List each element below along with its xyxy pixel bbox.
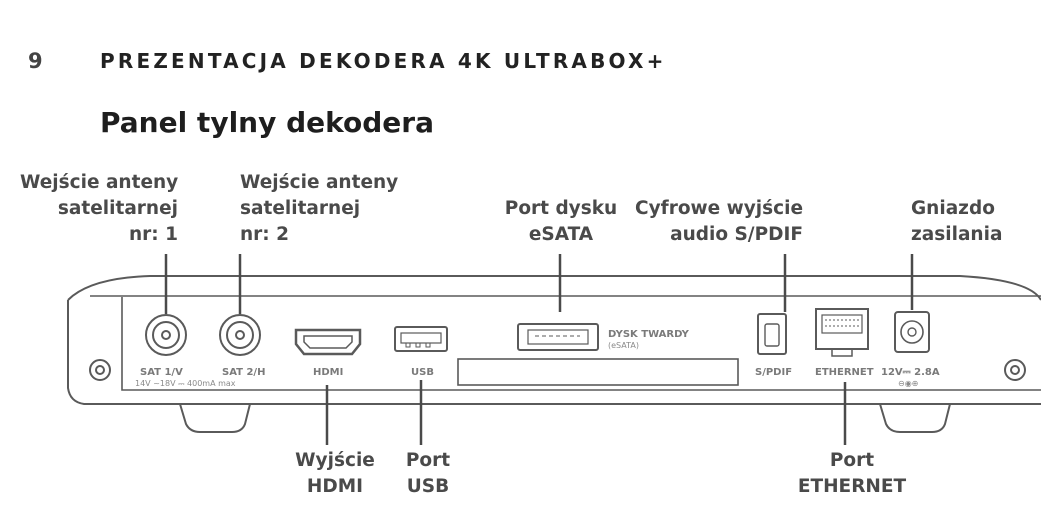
label-slot: [457, 358, 739, 386]
panel-label-usb: USB: [411, 367, 434, 378]
callout-esata-line1: Port dysku: [504, 198, 618, 219]
callout-power: Gniazdo zasilania: [911, 196, 1002, 248]
panel-label-spdif: S/PDIF: [755, 367, 792, 378]
ethernet-port: [815, 308, 869, 350]
panel-label-hdd: DYSK TWARDY: [608, 329, 690, 340]
callout-power-line1: Gniazdo: [911, 198, 995, 219]
callout-usb-line1: Port: [405, 450, 451, 471]
callout-power-line2: zasilania: [911, 224, 1003, 245]
callout-spdif: Cyfrowe wyjście audio S/PDIF: [630, 196, 803, 248]
callout-usb: Port USB: [388, 448, 468, 500]
callout-ethernet-line2: ETHERNET: [797, 476, 907, 497]
callout-hdmi-line2: HDMI: [306, 476, 364, 497]
hdmi-port: [294, 328, 362, 356]
screw-left: [89, 359, 111, 381]
sat1-port: [145, 314, 187, 356]
panel-label-hdmi: HDMI: [313, 367, 343, 378]
page-heading: Panel tylny dekodera: [100, 106, 434, 139]
callout-spdif-line1: Cyfrowe wyjście: [635, 198, 803, 219]
panel-label-ethernet: ETHERNET: [815, 367, 874, 378]
panel-label-power-symbol: ⊖◉⊕: [898, 379, 918, 388]
device-body-outline: [67, 300, 1041, 405]
callout-spdif-line2: audio S/PDIF: [670, 224, 803, 245]
callout-sat1-line2: satelitarnej: [57, 198, 178, 219]
callout-esata-line2: eSATA: [528, 224, 594, 245]
esata-port: [517, 323, 599, 351]
panel-label-hdd-sub: (eSATA): [608, 341, 639, 350]
callout-sat1-line3: nr: 1: [128, 224, 178, 245]
callout-sat2-line3: nr: 2: [240, 224, 290, 245]
sat2-port: [219, 314, 261, 356]
panel-label-power: 12V⎓ 2.8A: [881, 367, 940, 378]
spdif-port: [757, 313, 787, 355]
usb-port: [394, 326, 448, 352]
callout-ethernet: Port ETHERNET: [792, 448, 912, 500]
power-port: [894, 311, 930, 353]
callout-ethernet-line1: Port: [829, 450, 875, 471]
device-top-outline: [67, 275, 1041, 301]
callout-esata: Port dysku eSATA: [500, 196, 622, 248]
panel-label-sat2: SAT 2/H: [222, 367, 265, 378]
callout-hdmi-line1: Wyjście: [295, 450, 375, 471]
screw-right: [1004, 359, 1026, 381]
callout-sat2-line2: satelitarnej: [240, 198, 361, 219]
callout-sat2: Wejście anteny satelitarnej nr: 2: [240, 170, 398, 248]
callout-sat1-line1: Wejście anteny: [20, 172, 179, 193]
callout-sat2-line1: Wejście anteny: [240, 172, 399, 193]
callout-usb-line2: USB: [406, 476, 450, 497]
device-foot-right: [879, 403, 951, 433]
callout-sat1: Wejście anteny satelitarnej nr: 1: [20, 170, 178, 248]
panel-label-sat1-spec: 14V ~18V ⎓ 400mA max: [135, 379, 236, 388]
page-number: 9: [28, 49, 43, 73]
section-title: PREZENTACJA DEKODERA 4K ULTRABOX+: [100, 49, 667, 73]
callout-hdmi: Wyjście HDMI: [285, 448, 385, 500]
panel-label-sat1: SAT 1/V: [140, 367, 183, 378]
device-rear-panel: [121, 297, 1041, 391]
device-foot-left: [179, 403, 251, 433]
